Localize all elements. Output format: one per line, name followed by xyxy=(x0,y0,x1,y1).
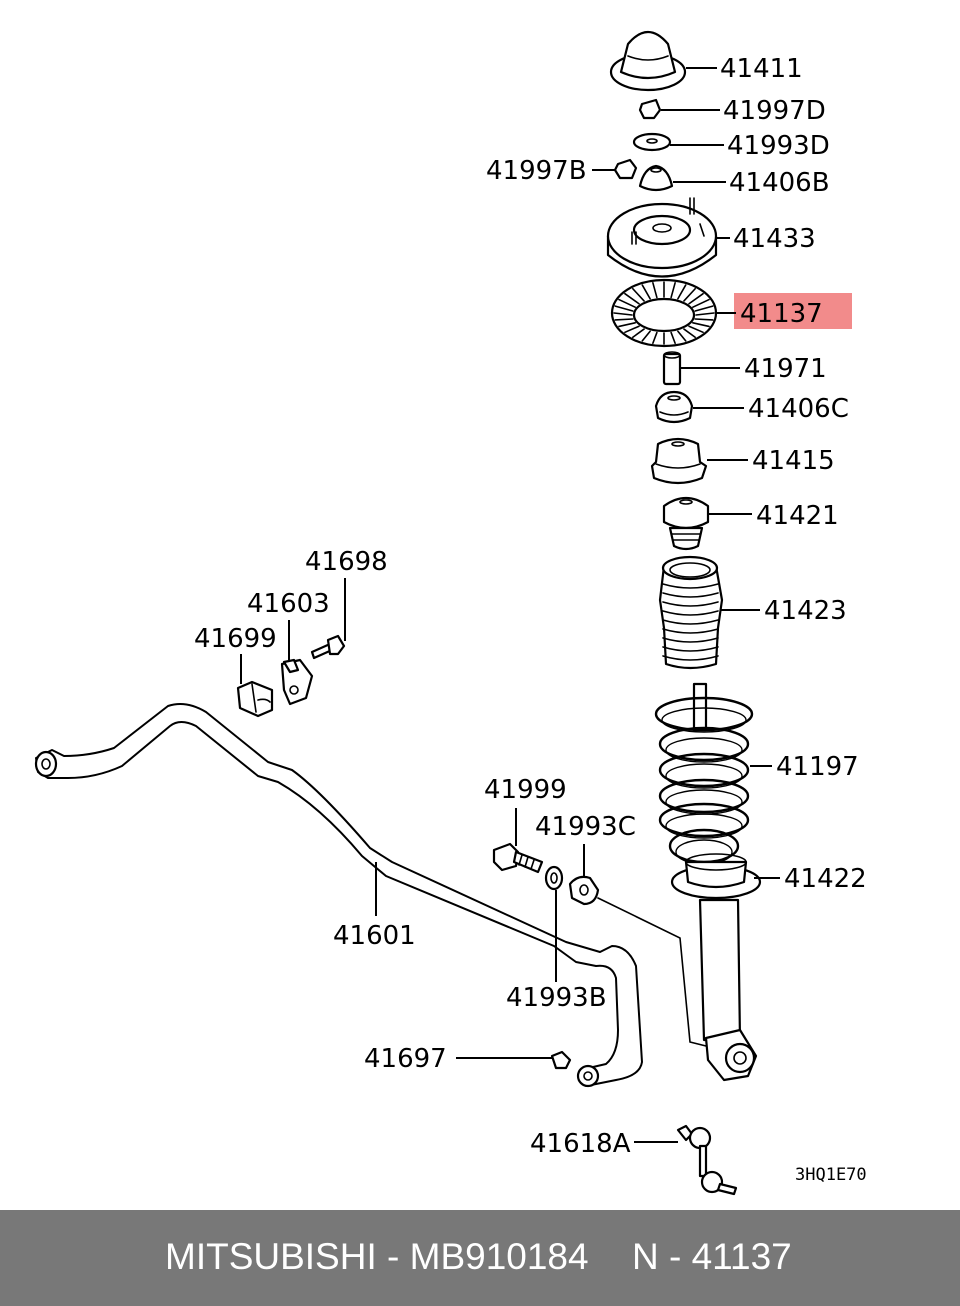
pad-rib xyxy=(614,318,634,321)
label-41993B: 41993B xyxy=(506,983,607,1013)
label-41618A: 41618A xyxy=(530,1129,631,1159)
label-41999: 41999 xyxy=(484,775,567,805)
boot-ring xyxy=(662,592,719,598)
pad-rib xyxy=(694,318,714,321)
part-41618A-stabilizer-link xyxy=(676,1124,738,1196)
pad-rib xyxy=(677,284,687,300)
parts-diagram: 41411 41997D 41993D 41997B 41406B 41433 xyxy=(34,30,867,1196)
label-41421: 41421 xyxy=(756,501,839,531)
label-41993C: 41993C xyxy=(535,812,636,842)
pad-rib xyxy=(618,322,636,328)
pad-rib xyxy=(670,331,676,345)
boot-ring xyxy=(662,601,719,607)
brand-part-number: MITSUBISHI - MB910184 xyxy=(165,1236,589,1277)
pad-rib xyxy=(618,298,636,308)
part-41697-nut xyxy=(550,1050,572,1070)
part-41993D-washer xyxy=(632,132,672,152)
boot-ring xyxy=(662,628,719,634)
label-41699: 41699 xyxy=(194,624,277,654)
drawing-code: 3HQ1E70 xyxy=(795,1165,867,1185)
boot-ring xyxy=(662,619,719,625)
spring-coil xyxy=(658,726,750,762)
pad-rib xyxy=(632,328,645,339)
pad-rib xyxy=(624,292,640,305)
spring-coil xyxy=(654,696,754,732)
spring-coil-inner xyxy=(665,813,743,839)
part-41997D-nut xyxy=(638,98,662,120)
part-41197-coil-spring xyxy=(654,682,754,865)
boot-ring xyxy=(662,637,719,643)
highlight-box xyxy=(734,293,852,329)
pad-rib xyxy=(613,312,633,316)
part-41999-bolt xyxy=(492,842,544,874)
part-41406C-bushing xyxy=(654,390,694,424)
pad-rib xyxy=(695,312,715,316)
pad-rib xyxy=(624,325,640,334)
label-41406B: 41406B xyxy=(729,168,830,198)
label-41422: 41422 xyxy=(784,864,867,894)
spring-coil xyxy=(658,778,750,814)
part-41993C-bushing xyxy=(568,875,600,906)
pad-rib xyxy=(688,292,704,305)
part-41971-collar xyxy=(662,351,682,386)
pad-rib xyxy=(652,331,658,345)
pad-rib xyxy=(677,330,687,342)
label-41971: 41971 xyxy=(744,354,827,384)
part-41993B-washer xyxy=(544,865,564,891)
label-41601: 41601 xyxy=(333,921,416,951)
spring-coil-inner xyxy=(675,839,733,865)
footer-bar: MITSUBISHI - MB910184 N - 41137 xyxy=(0,1210,960,1306)
spring-coil-inner xyxy=(665,737,743,763)
spring-coil-inner xyxy=(661,707,747,733)
pad-rib xyxy=(688,325,704,334)
pad-rib xyxy=(641,284,651,300)
pad-rib xyxy=(694,305,714,312)
part-41698-bolt xyxy=(310,634,346,660)
boot-ring xyxy=(662,610,719,616)
pad-rib xyxy=(692,298,710,308)
spring-coil-inner xyxy=(665,763,743,789)
label-41997B: 41997B xyxy=(486,156,587,186)
label-41406C: 41406C xyxy=(748,394,849,424)
label-41603: 41603 xyxy=(247,589,330,619)
pad-rib xyxy=(652,281,658,299)
part-41411-dust-cap xyxy=(609,30,687,92)
label-41411: 41411 xyxy=(720,54,803,84)
pad-rib xyxy=(683,287,696,302)
label-41197: 41197 xyxy=(776,752,859,782)
part-41603-bracket xyxy=(280,658,314,706)
label-41415: 41415 xyxy=(752,446,835,476)
pad-rib xyxy=(670,281,676,299)
part-41137-spring-pad xyxy=(610,278,718,348)
label-41697: 41697 xyxy=(364,1044,447,1074)
pad-rib xyxy=(683,328,696,339)
part-41406B-bushing xyxy=(638,164,674,192)
reference-number: N - 41137 xyxy=(632,1236,792,1277)
pad-rib xyxy=(692,322,710,328)
part-41699-bushing xyxy=(236,680,274,718)
label-41997D: 41997D xyxy=(723,96,826,126)
boot-ring xyxy=(662,655,719,661)
spring-coil xyxy=(658,802,750,838)
spring-coil xyxy=(658,752,750,788)
part-41423-dust-boot xyxy=(658,555,724,670)
pad-rib xyxy=(632,287,645,302)
spring-coil-inner xyxy=(665,789,743,815)
label-41698: 41698 xyxy=(305,547,388,577)
part-41997B-nut xyxy=(613,158,638,180)
label-41423: 41423 xyxy=(764,596,847,626)
part-41415-cup xyxy=(650,437,708,485)
boot-ring xyxy=(662,646,719,652)
part-41422-shock-absorber xyxy=(670,853,762,1082)
pad-rib xyxy=(614,305,634,312)
pad-rib xyxy=(641,330,651,342)
label-41993D: 41993D xyxy=(727,131,830,161)
boot-ring xyxy=(662,583,719,589)
label-41137: 41137 xyxy=(740,299,823,329)
part-41601-stabilizer-bar xyxy=(34,703,643,1088)
label-41433: 41433 xyxy=(733,224,816,254)
part-41433-strut-mount xyxy=(606,197,718,278)
part-41421-bump-stopper xyxy=(662,496,710,551)
